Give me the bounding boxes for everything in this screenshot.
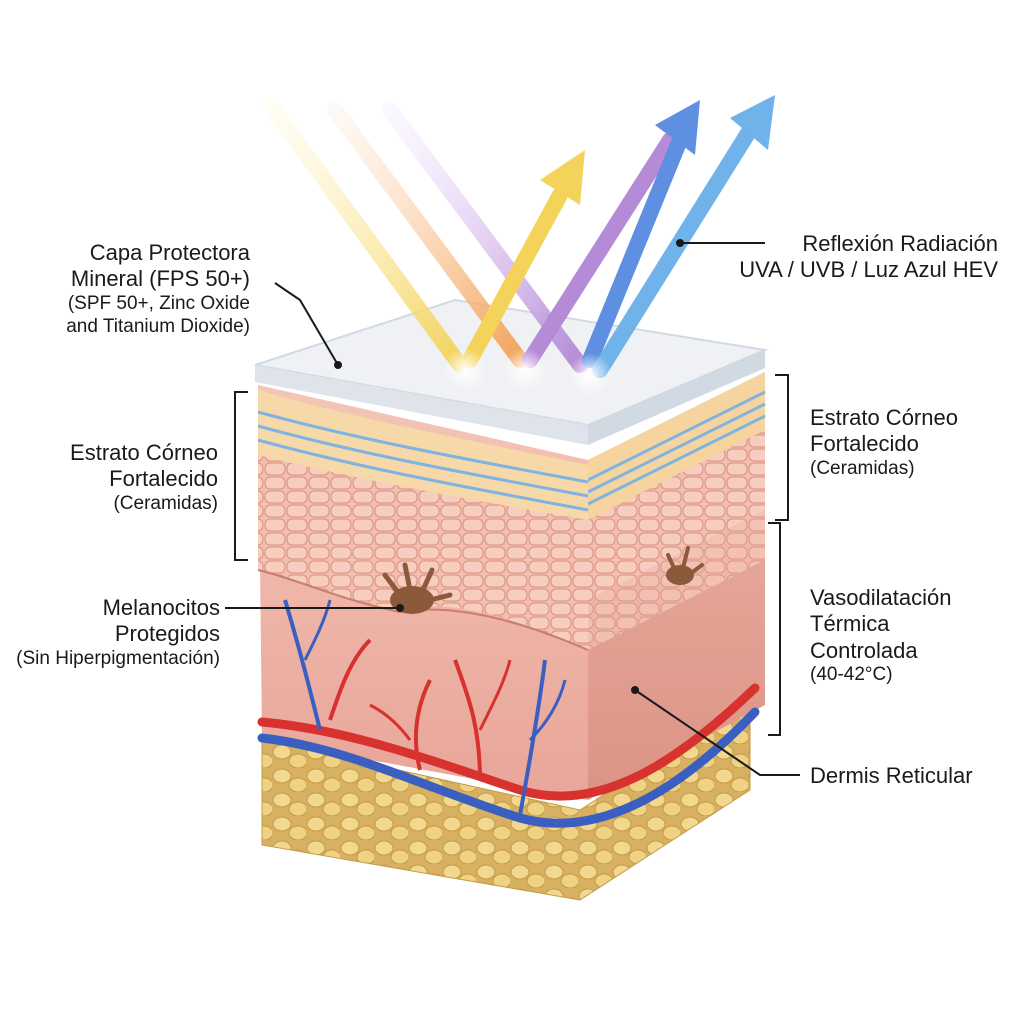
leader-lines: [225, 239, 800, 776]
label-vasodilation-line3: Controlada: [810, 637, 918, 663]
label-stratum-right-line1: Estrato Córneo: [810, 405, 958, 430]
label-melanocytes-line3: (Sin Hiperpigmentación): [16, 647, 220, 669]
label-reflection-line1: Reflexión Radiación: [802, 231, 998, 256]
label-stratum-right: Estrato Córneo Fortalecido (Ceramidas): [810, 405, 1010, 481]
label-dermis: Dermis Reticular: [810, 763, 1010, 789]
label-stratum-right-line2: Fortalecido: [810, 431, 919, 457]
label-stratum-right-line3: (Ceramidas): [810, 457, 915, 479]
label-dermis-line1: Dermis Reticular: [810, 763, 973, 788]
label-vasodilation-line4: (40-42°C): [810, 664, 893, 686]
label-stratum-left-line3: (Ceramidas): [113, 492, 218, 514]
melanocyte-side: [666, 546, 704, 585]
label-mineral-layer-line2: Mineral (FPS 50+): [70, 266, 250, 292]
fat-layer: [261, 699, 751, 901]
label-stratum-left: Estrato Córneo Fortalecido (Ceramidas): [20, 440, 218, 516]
label-mineral-layer-line4: and Titanium Dioxide): [66, 315, 250, 337]
label-vasodilation-line1: Vasodilatación: [810, 585, 952, 610]
label-vasodilation: Vasodilatación Térmica Controlada (40-42…: [810, 585, 1010, 687]
blood-vessels: [257, 599, 760, 828]
impact-glow: [443, 348, 612, 397]
label-mineral-layer-line1: Capa Protectora: [89, 240, 250, 265]
label-melanocytes: Melanocitos Protegidos (Sin Hiperpigment…: [10, 595, 220, 671]
label-mineral-layer-line3: (SPF 50+, Zinc Oxide: [67, 292, 250, 314]
label-melanocytes-line2: Protegidos: [114, 621, 220, 647]
label-stratum-left-line1: Estrato Córneo: [70, 440, 218, 465]
label-melanocytes-line1: Melanocitos: [102, 595, 220, 620]
label-mineral-layer: Capa Protectora Mineral (FPS 50+) (SPF 5…: [20, 240, 250, 338]
label-reflection-line2: UVA / UVB / Luz Azul HEV: [739, 257, 998, 283]
label-reflection: Reflexión Radiación UVA / UVB / Luz Azul…: [700, 231, 998, 284]
reflected-arrow-icon: [462, 95, 775, 378]
label-stratum-left-line2: Fortalecido: [109, 466, 218, 492]
label-vasodilation-line2: Térmica: [810, 611, 890, 637]
